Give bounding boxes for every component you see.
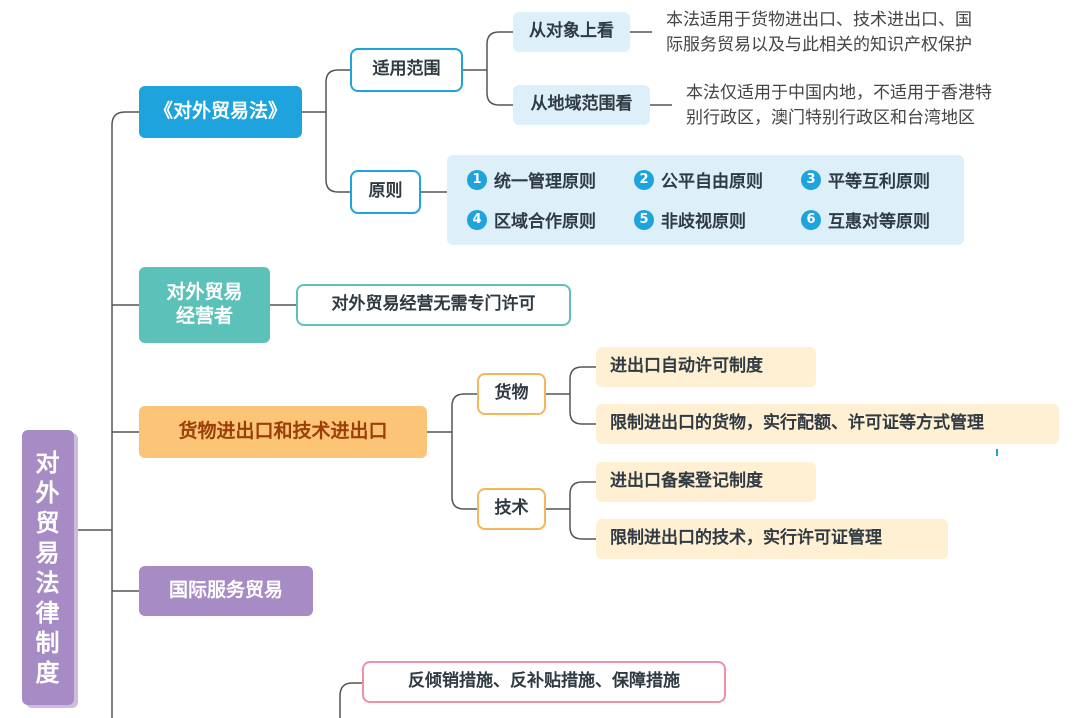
principle-item[interactable]: 5 非歧视原则 <box>634 207 746 232</box>
scope-region-description: 本法仅适用于中国内地，不适用于香港特 别行政区，澳门特别行政区和台湾地区 <box>686 81 992 131</box>
root-char: 度 <box>35 658 61 687</box>
scope-region-desc-line2: 别行政区，澳门特别行政区和台湾地区 <box>686 108 975 128</box>
principle-item[interactable]: 6 互惠对等原则 <box>801 207 930 232</box>
scope-object-desc-line2: 际服务贸易以及与此相关的知识产权保护 <box>666 35 972 55</box>
node-trade-operator[interactable]: 对外贸易 经营者 <box>139 267 270 343</box>
root-char: 制 <box>35 628 61 657</box>
node-trade-operator-line2: 经营者 <box>175 305 233 327</box>
root-char: 贸 <box>35 508 61 537</box>
node-trade-remedies[interactable]: 反倾销措施、反补贴措施、保障措施 <box>362 661 726 703</box>
principle-text: 统一管理原则 <box>494 172 596 192</box>
principle-item[interactable]: 1 统一管理原则 <box>467 167 596 192</box>
stray-mark <box>996 449 998 456</box>
node-operator-no-license[interactable]: 对外贸易经营无需专门许可 <box>296 284 571 326</box>
principle-item[interactable]: 3 平等互利原则 <box>801 167 930 192</box>
node-scope[interactable]: 适用范围 <box>350 48 463 92</box>
principle-item[interactable]: 2 公平自由原则 <box>634 167 763 192</box>
scope-object-desc-line1: 本法适用于货物进出口、技术进出口、国 <box>666 10 972 30</box>
node-principles[interactable]: 原则 <box>350 170 421 214</box>
node-trade-operator-line1: 对外贸易 <box>166 281 243 304</box>
node-scope-object[interactable]: 从对象上看 <box>513 12 630 52</box>
node-international-services[interactable]: 国际服务贸易 <box>139 566 313 616</box>
root-char: 法 <box>35 568 61 597</box>
principles-panel: 1 统一管理原则 2 公平自由原则 3 平等互利原则 4 区域合作原则 5 非歧… <box>447 155 964 245</box>
number-2-icon: 2 <box>634 169 654 190</box>
root-char: 对 <box>35 448 61 477</box>
number-1-icon: 1 <box>467 169 487 190</box>
node-goods-auto-license[interactable]: 进出口自动许可制度 <box>596 347 816 387</box>
number-5-icon: 5 <box>634 209 654 230</box>
principle-text: 互惠对等原则 <box>828 212 930 232</box>
scope-object-description: 本法适用于货物进出口、技术进出口、国 际服务贸易以及与此相关的知识产权保护 <box>666 8 972 58</box>
principle-text: 区域合作原则 <box>494 212 596 232</box>
root-char: 易 <box>35 538 61 567</box>
node-goods[interactable]: 货物 <box>477 373 546 415</box>
principle-item[interactable]: 4 区域合作原则 <box>467 207 596 232</box>
node-goods-restricted[interactable]: 限制进出口的货物，实行配额、许可证等方式管理 <box>596 404 1059 444</box>
number-4-icon: 4 <box>467 209 487 230</box>
scope-region-desc-line1: 本法仅适用于中国内地，不适用于香港特 <box>686 83 992 103</box>
node-technology[interactable]: 技术 <box>477 488 546 530</box>
principle-text: 平等互利原则 <box>828 172 930 192</box>
node-scope-region[interactable]: 从地域范围看 <box>513 85 650 125</box>
number-6-icon: 6 <box>801 209 821 230</box>
number-3-icon: 3 <box>801 169 821 190</box>
node-tech-restricted[interactable]: 限制进出口的技术，实行许可证管理 <box>596 519 948 559</box>
node-foreign-trade-law[interactable]: 《对外贸易法》 <box>139 86 302 138</box>
node-tech-record-registration[interactable]: 进出口备案登记制度 <box>596 462 816 502</box>
principle-text: 非歧视原则 <box>661 212 746 232</box>
root-char: 外 <box>35 478 61 507</box>
root-char: 律 <box>35 598 61 627</box>
root-node-foreign-trade-law-system[interactable]: 对 外 贸 易 法 律 制 度 <box>22 430 74 705</box>
node-goods-tech-import-export[interactable]: 货物进出口和技术进出口 <box>139 406 427 458</box>
principle-text: 公平自由原则 <box>661 172 763 192</box>
